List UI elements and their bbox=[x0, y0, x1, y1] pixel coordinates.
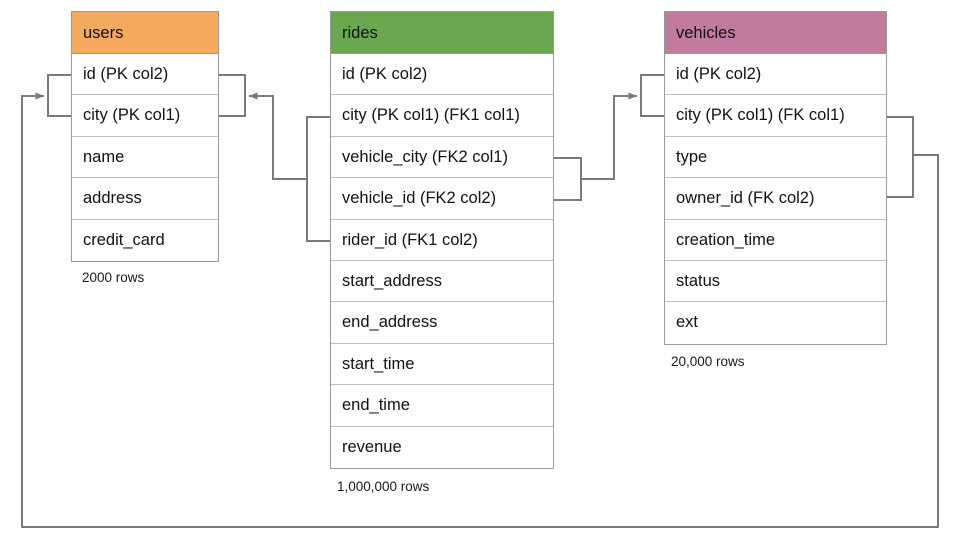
connector-users-left-bracket bbox=[47, 74, 71, 117]
connector-rides-to-vehicles bbox=[581, 92, 638, 180]
field-rides-start-address[interactable]: start_address bbox=[331, 261, 553, 303]
field-vehicles-id[interactable]: id (PK col2) bbox=[665, 54, 886, 96]
field-users-name[interactable]: name bbox=[72, 137, 218, 179]
entity-table-users[interactable]: users id (PK col2) city (PK col1) name a… bbox=[71, 11, 219, 262]
field-users-address[interactable]: address bbox=[72, 178, 218, 220]
field-vehicles-type[interactable]: type bbox=[665, 137, 886, 179]
field-rides-revenue[interactable]: revenue bbox=[342, 437, 402, 456]
row-count-vehicles: 20,000 rows bbox=[671, 354, 745, 369]
field-users-id[interactable]: id (PK col2) bbox=[72, 54, 218, 96]
field-vehicles-city[interactable]: city (PK col1) (FK col1) bbox=[665, 95, 886, 137]
field-vehicles-creation-time[interactable]: creation_time bbox=[665, 220, 886, 261]
field-vehicles-ext[interactable]: ext bbox=[676, 313, 699, 332]
field-vehicles-owner-id[interactable]: owner_id (FK col2) bbox=[665, 178, 886, 220]
connector-vehicles-right-bracket bbox=[887, 116, 914, 198]
connector-vehicles-left-bracket bbox=[640, 74, 664, 117]
entity-header-vehicles: vehicles bbox=[665, 12, 886, 54]
field-users-city[interactable]: city (PK col1) bbox=[72, 95, 218, 137]
row-count-users: 2000 rows bbox=[82, 270, 145, 285]
field-vehicles-status[interactable]: status bbox=[665, 261, 886, 303]
connector-users-right-bracket bbox=[219, 74, 246, 117]
field-rides-end-address[interactable]: end_address bbox=[331, 302, 553, 344]
entity-header-rides: rides bbox=[331, 12, 553, 54]
field-rides-vehicle-id[interactable]: vehicle_id (FK2 col2) bbox=[331, 178, 553, 220]
row-count-rides: 1,000,000 rows bbox=[337, 479, 430, 494]
entity-table-rides[interactable]: rides id (PK col2) city (PK col1) (FK1 c… bbox=[330, 11, 554, 469]
field-rides-end-time[interactable]: end_time bbox=[331, 385, 553, 427]
field-users-credit-card[interactable]: credit_card bbox=[83, 230, 165, 249]
field-rides-rider-id[interactable]: rider_id (FK1 col2) bbox=[331, 220, 553, 261]
entity-table-vehicles[interactable]: vehicles id (PK col2) city (PK col1) (FK… bbox=[664, 11, 887, 345]
connector-rides-left-bracket bbox=[306, 116, 330, 242]
connector-rides-to-users bbox=[248, 92, 307, 180]
field-rides-vehicle-city[interactable]: vehicle_city (FK2 col1) bbox=[331, 137, 553, 179]
field-rides-id[interactable]: id (PK col2) bbox=[331, 54, 553, 96]
connector-rides-right-bracket bbox=[554, 157, 582, 201]
field-rides-city[interactable]: city (PK col1) (FK1 col1) bbox=[331, 95, 553, 137]
connector-vehicles-to-users bbox=[21, 92, 939, 528]
field-rides-start-time[interactable]: start_time bbox=[331, 344, 553, 386]
entity-header-users: users bbox=[72, 12, 218, 54]
